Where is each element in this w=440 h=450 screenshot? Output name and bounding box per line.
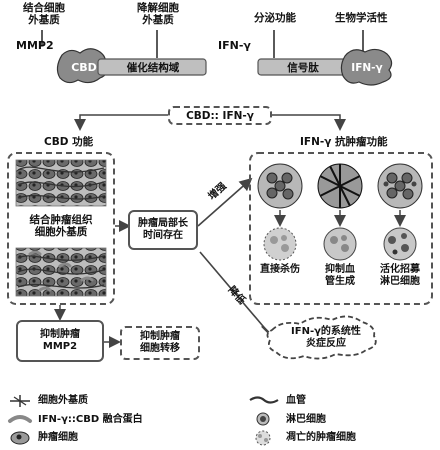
ifn-function-title: IFN-γ 抗肿瘤功能 — [300, 136, 388, 148]
systemic-inflammation-cloud — [266, 315, 377, 360]
inhibit-mmp2-line2: MMP2 — [42, 341, 78, 352]
fusion-label: CBD:: IFN-γ — [186, 109, 254, 122]
tumor-cluster-3 — [377, 163, 423, 209]
local-persist-box: 肿瘤局部长 时间存在 — [128, 210, 198, 250]
bind-ecm-line1: 结合细胞 — [23, 2, 65, 14]
bind-tumor-ecm-line1: 结合肿瘤组织 — [29, 214, 93, 226]
tumor-cluster-1 — [257, 163, 303, 209]
effect-3-line2: 淋巴细胞 — [380, 276, 420, 287]
ifn-domain-shape — [340, 48, 393, 86]
effect-label-2: 抑制血 管生成 — [314, 264, 366, 288]
ifn-label: IFN-γ — [218, 39, 251, 52]
legend-lymphocyte: 淋巴细胞 — [286, 414, 326, 425]
ecm-fibers-top — [17, 166, 105, 200]
vessel-icon — [249, 396, 279, 404]
fusion-proteins-bound — [28, 250, 94, 292]
tumor-cluster-2 — [317, 163, 363, 209]
systemic-inflammation-label: IFN-γ的系统性 炎症反应 — [276, 326, 376, 350]
signal-peptide-label: 信号肽 — [287, 62, 319, 74]
local-persist-line2: 时间存在 — [143, 230, 183, 241]
bind-ecm-label: 结合细胞 外基质 — [20, 2, 68, 26]
ifn-function-region — [249, 152, 433, 305]
inhibit-metastasis-line2: 细胞转移 — [140, 343, 180, 354]
effect-3-line1: 活化招募 — [380, 264, 420, 275]
bind-ecm-line2: 外基质 — [28, 14, 60, 26]
legend-tumor-cell: 肿瘤细胞 — [38, 432, 78, 443]
local-persist-line1: 肿瘤局部长 — [138, 218, 188, 229]
legend-fusion-protein: IFN-γ::CBD 融合蛋白 — [38, 414, 143, 425]
bioactivity-label: 生物学活性 — [335, 12, 388, 24]
effect-label-3: 活化招募 淋巴细胞 — [372, 264, 428, 288]
ecm-icon — [10, 395, 30, 407]
inhibit-metastasis-box: 抑制肿瘤 细胞转移 — [120, 326, 200, 360]
degrade-ecm-label: 降解细胞 外基质 — [133, 2, 183, 26]
result-cluster-2 — [323, 227, 357, 261]
mmp2-label: MMP2 — [16, 39, 54, 52]
cbd-function-region — [7, 152, 115, 305]
fusion-protein-icon — [8, 415, 32, 423]
cbd-function-title: CBD 功能 — [44, 136, 94, 148]
inhibit-mmp2-box: 抑制肿瘤 MMP2 — [16, 320, 104, 362]
catalytic-domain-label: 催化结构域 — [126, 62, 180, 74]
secretion-label: 分泌功能 — [254, 12, 296, 24]
degrade-ecm-line1: 降解细胞 — [137, 2, 179, 14]
dead-tumor-cell-icon — [255, 430, 271, 446]
inhibit-metastasis-line1: 抑制肿瘤 — [140, 331, 180, 342]
effect-1-line1: 直接杀伤 — [260, 264, 300, 275]
result-cluster-1 — [263, 227, 297, 261]
effect-label-1: 直接杀伤 — [254, 264, 306, 276]
ifn-domain-label: IFN-γ — [351, 62, 383, 74]
fusion-to-cbd-arrow — [74, 114, 168, 131]
bind-tumor-ecm-label: 结合肿瘤组织 细胞外基质 — [12, 214, 110, 238]
tumor-cell-icon — [10, 431, 30, 445]
legend-ecm: 细胞外基质 — [38, 395, 88, 406]
lymphocyte-icon — [256, 412, 270, 426]
increase-arrow — [197, 177, 253, 227]
ecm-fibers-bottom — [17, 255, 105, 289]
effect-2-line2: 管生成 — [325, 276, 355, 287]
cbd-domain-label: CBD — [71, 61, 97, 74]
catalytic-domain-bar — [97, 58, 207, 76]
fusion-box: CBD:: IFN-γ — [168, 106, 272, 125]
degrade-ecm-line2: 外基质 — [142, 14, 174, 26]
legend-dead-tumor-cell: 凋亡的肿瘤细胞 — [286, 432, 356, 443]
inhibit-mmp2-line1: 抑制肿瘤 — [40, 329, 80, 340]
result-cluster-3 — [383, 227, 417, 261]
bind-tumor-ecm-line2: 细胞外基质 — [34, 226, 88, 238]
legend-vessel: 血管 — [286, 395, 306, 406]
effect-2-line1: 抑制血 — [325, 264, 355, 275]
fusion-to-ifn-arrow — [272, 114, 346, 131]
systemic-line2: 炎症反应 — [306, 338, 346, 349]
systemic-line1: IFN-γ的系统性 — [291, 326, 361, 337]
decrease-line — [199, 251, 269, 333]
